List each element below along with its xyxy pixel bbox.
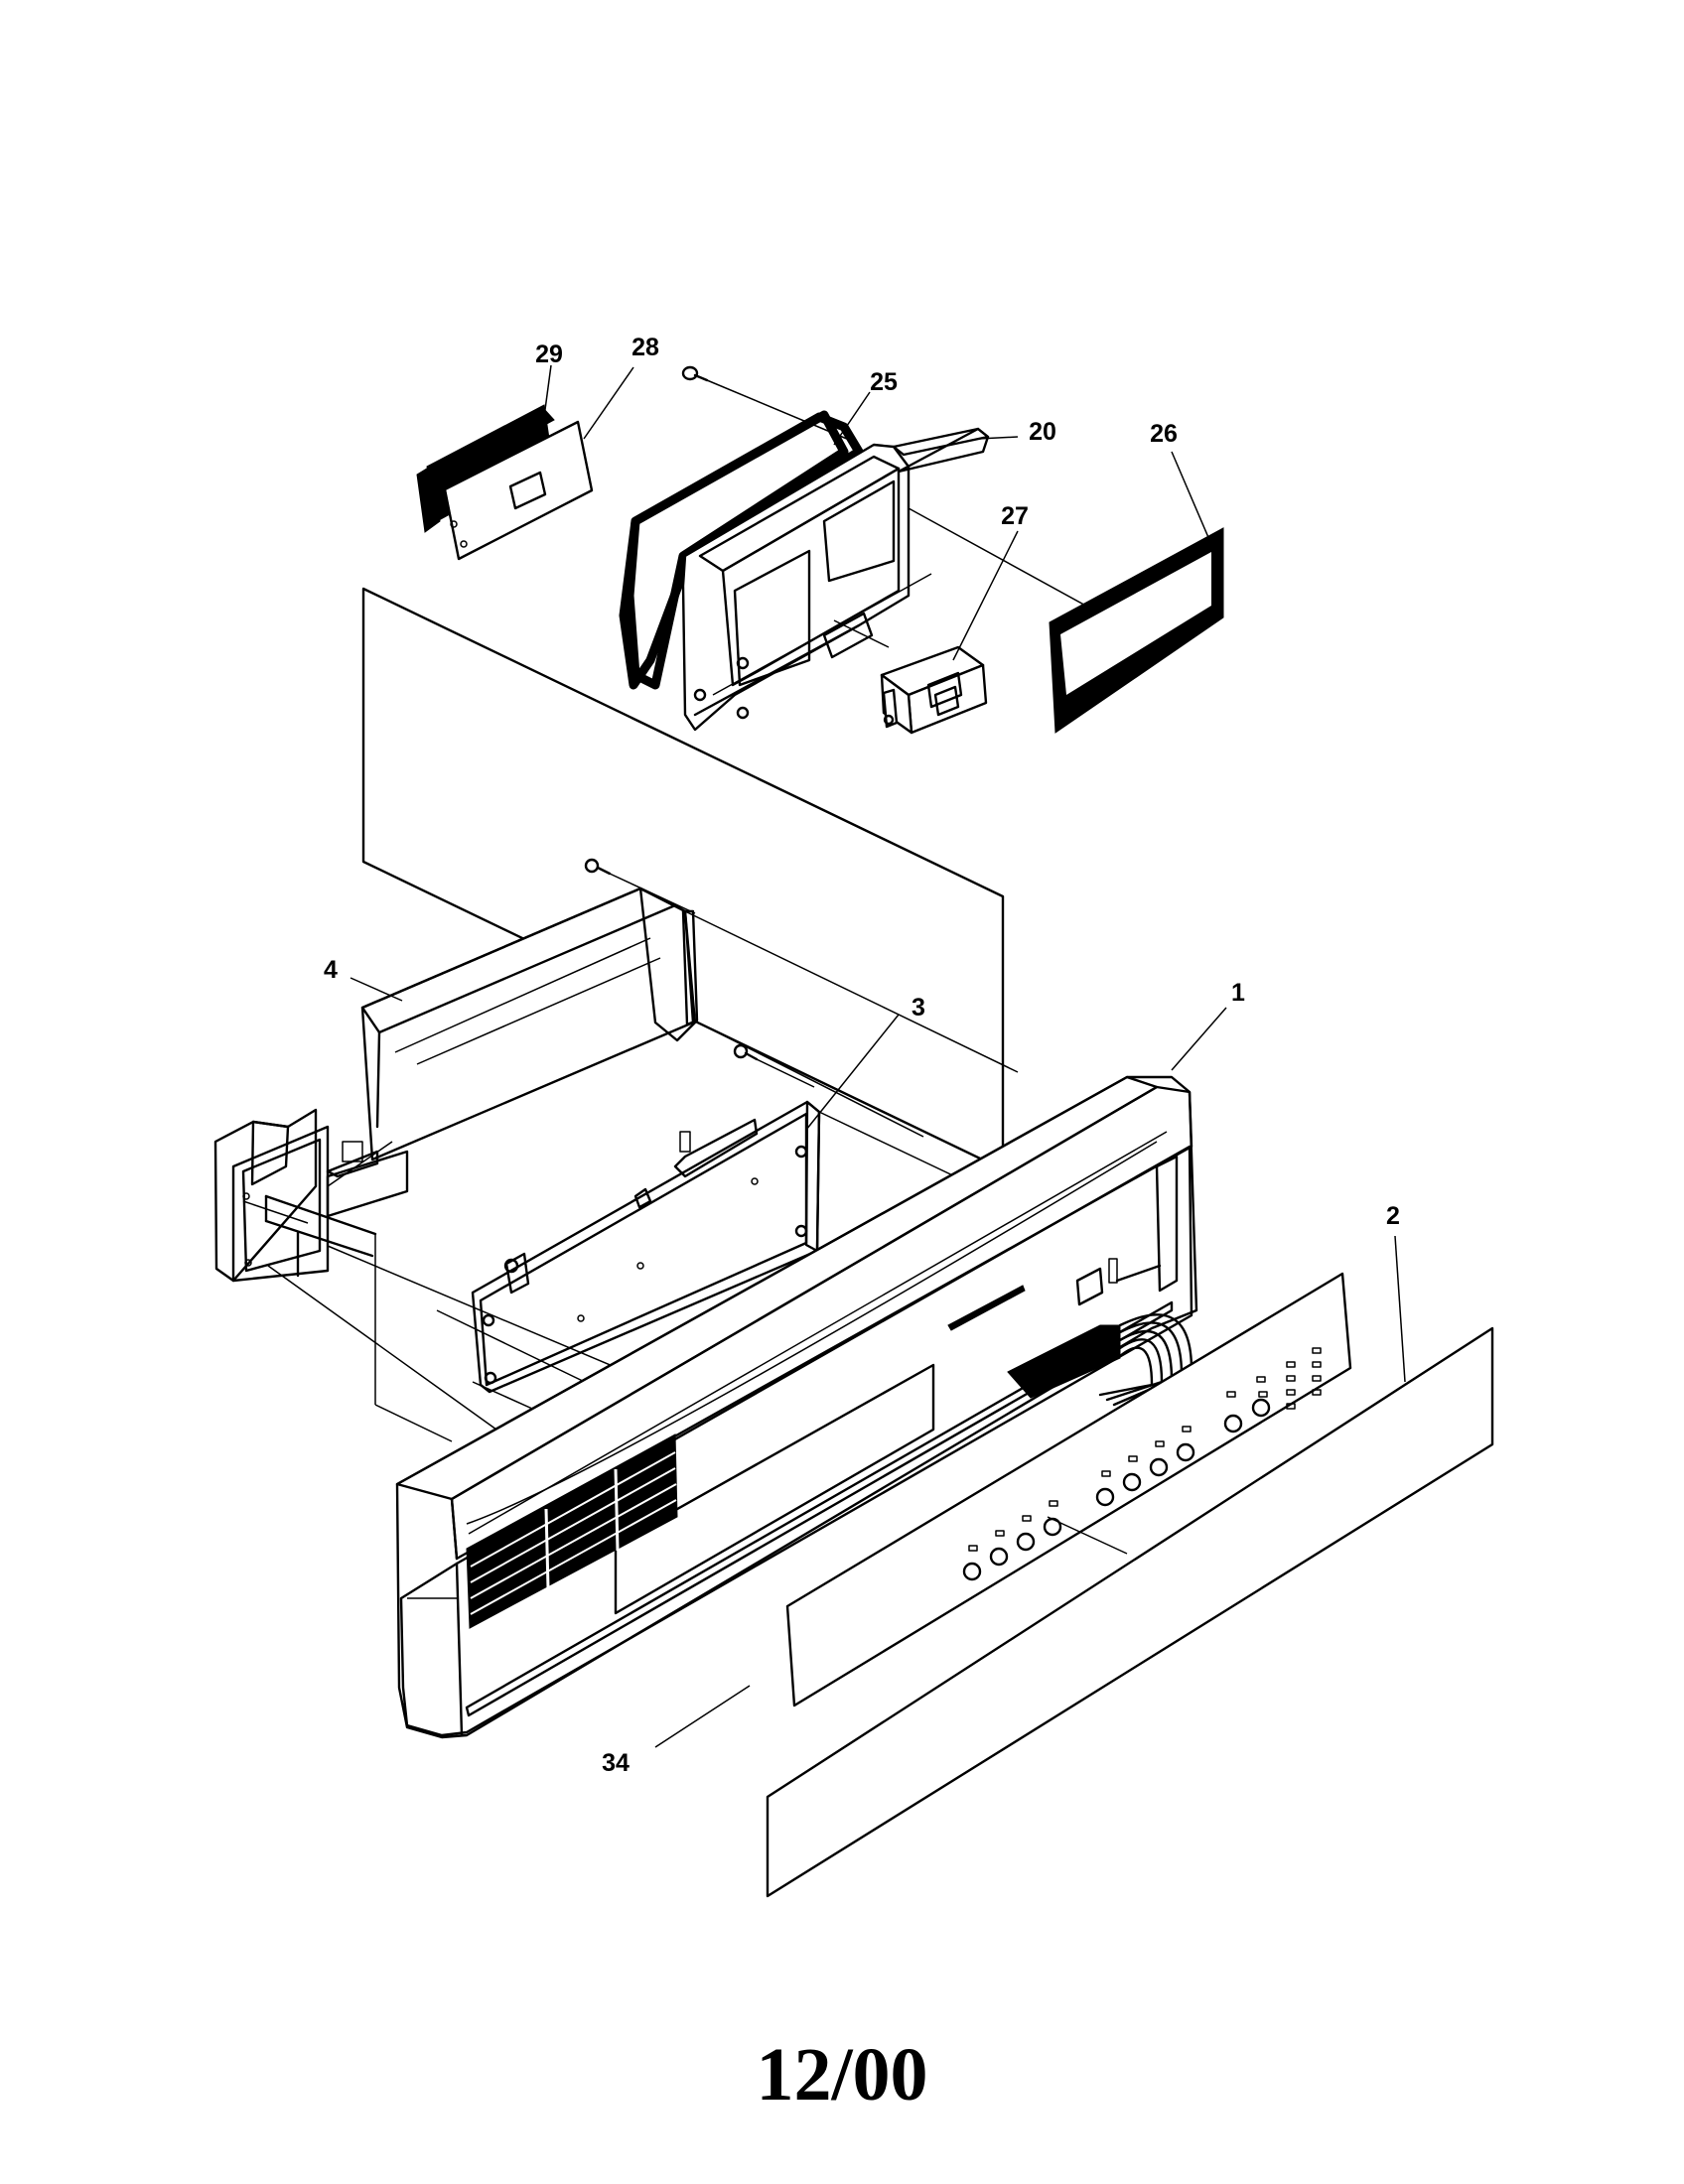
part-26-lens-panel — [1049, 527, 1224, 734]
label-part-4: 4 — [324, 956, 338, 984]
part-34-control-panel — [785, 1272, 1352, 1707]
part-20-housing — [681, 427, 990, 732]
part-number-labels: 29 28 25 20 26 27 4 3 1 2 34 — [324, 334, 1400, 1777]
label-leaders — [350, 364, 1406, 1748]
assembly-leader-lines — [267, 910, 1088, 1442]
label-part-34: 34 — [602, 1749, 630, 1777]
label-part-28: 28 — [632, 334, 659, 361]
part-1-control-console — [395, 1075, 1198, 1739]
label-part-27: 27 — [1001, 502, 1029, 530]
label-part-3: 3 — [912, 994, 925, 1022]
part-28-filter-cover — [443, 420, 594, 561]
label-part-20: 20 — [1029, 418, 1056, 446]
revision-date: 12/00 — [756, 2033, 927, 2116]
label-part-2: 2 — [1386, 1202, 1400, 1230]
part-27-switch — [833, 619, 988, 735]
vent-grille — [466, 1433, 678, 1629]
label-part-25: 25 — [870, 368, 898, 396]
label-part-29: 29 — [535, 341, 563, 368]
control-panel-buttons — [962, 1347, 1322, 1581]
label-part-1: 1 — [1231, 979, 1245, 1007]
part-2-front-panel — [766, 1326, 1494, 1898]
label-part-26: 26 — [1150, 420, 1178, 448]
